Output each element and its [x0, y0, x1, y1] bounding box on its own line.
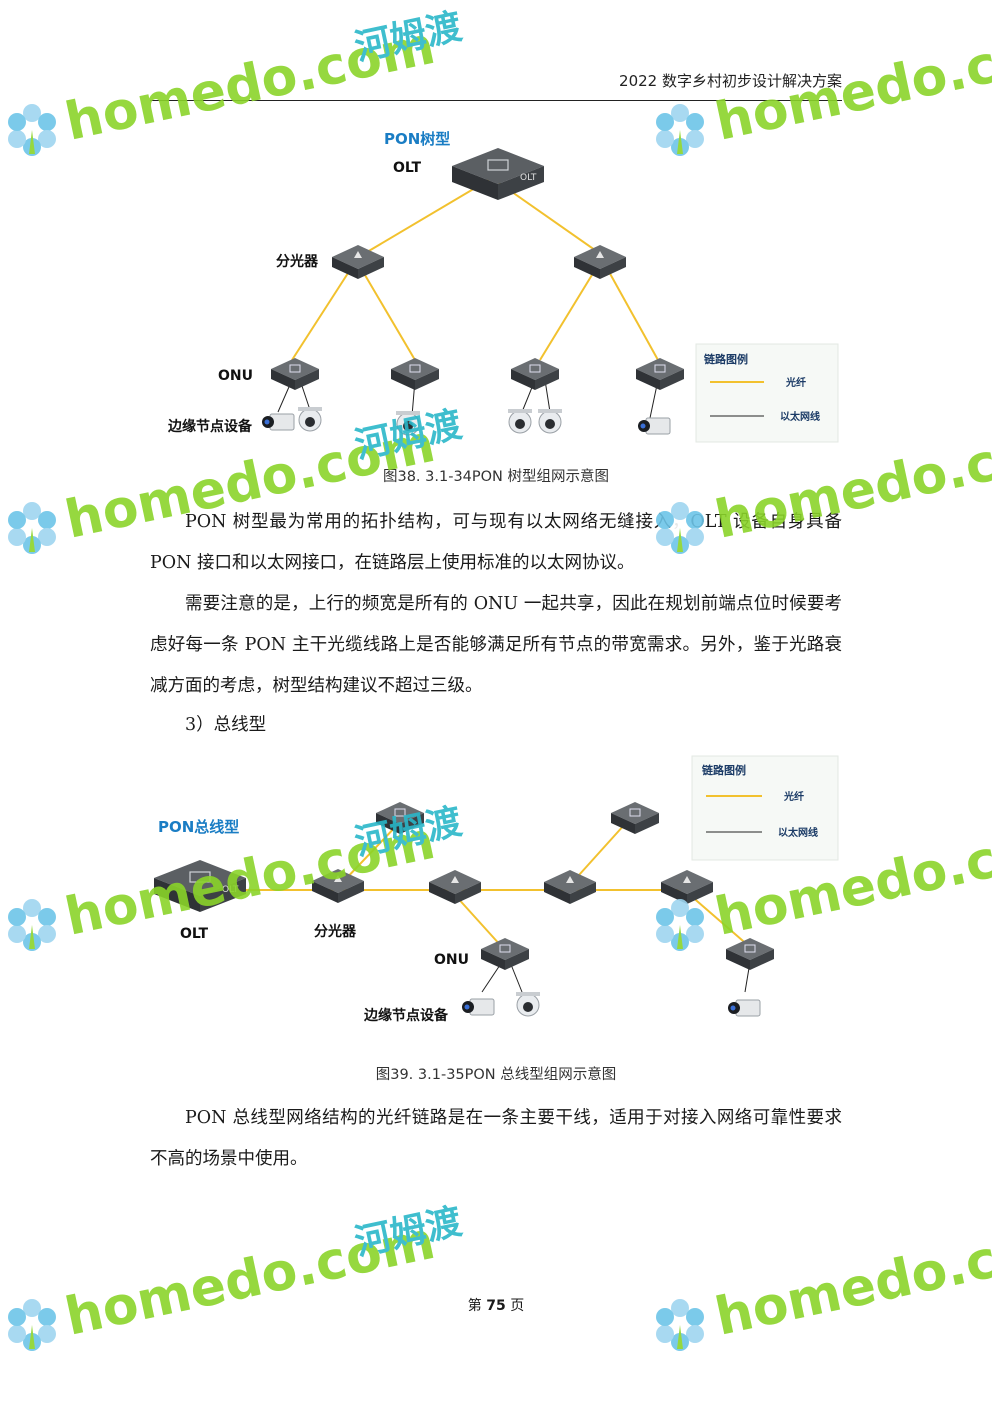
paragraph-tree: PON 树型最为常用的拓扑结构，可与现有以太网络无缝接入，OLT 设备自身具备 …: [150, 512, 842, 573]
dome-camera-icon: [507, 408, 533, 434]
paragraph-bus: PON 总线型网络结构的光纤链路是在一条主要干线，适用于对接入网络可靠性要求不高…: [150, 1108, 842, 1169]
onu-label: ONU: [434, 952, 469, 968]
edge-device-label: 边缘节点设备: [167, 418, 253, 435]
dome-camera-icon: [395, 410, 421, 436]
page-footer: 第 75 页: [0, 1295, 992, 1315]
ethernet-links: [481, 961, 751, 993]
onu-device: [390, 357, 440, 391]
svg-text:河姆渡: 河姆渡: [351, 1201, 465, 1264]
section-heading-bus: 3）总线型: [185, 715, 267, 735]
camera-icon: [637, 417, 671, 435]
header-title: 2022 数字乡村初步设计解决方案: [619, 72, 842, 90]
onu-device: [375, 801, 425, 835]
legend-title: 链路图例: [702, 763, 746, 777]
splitter-label: 分光器: [314, 923, 357, 940]
camera-icon: [727, 999, 761, 1017]
onu-device: [635, 357, 685, 391]
dome-camera-icon: [297, 406, 323, 432]
svg-text:河姆渡: 河姆渡: [351, 6, 465, 69]
splitter-device: [661, 870, 713, 904]
watermark-logo: homedo.com 河姆渡: [8, 1201, 466, 1351]
svg-text:homedo.com: homedo.com: [60, 1211, 440, 1348]
camera-icon: [261, 413, 295, 431]
header-rule: [150, 100, 842, 101]
onu-device: [270, 357, 320, 391]
camera-icon: [461, 998, 495, 1016]
dome-camera-icon: [537, 408, 563, 434]
legend-ethernet: 以太网线: [778, 826, 818, 839]
splitter-label: 分光器: [276, 253, 319, 270]
footer-prefix: 第: [467, 1298, 482, 1314]
link-legend: 链路图例 光纤 以太网线: [691, 755, 839, 861]
onu-label: ONU: [218, 368, 253, 384]
onu-device: [480, 937, 530, 971]
splitter-device: [312, 869, 364, 903]
ethernet-links: [277, 379, 659, 419]
legend-fiber: 光纤: [783, 790, 804, 803]
splitter-device: [574, 245, 626, 279]
olt-device: [153, 859, 247, 913]
olt-label: OLT: [393, 160, 422, 176]
figure-39-diagram: PON总线型 OLT 分光器 ONU 边缘节点设备 链路图例 光纤 以太网线: [153, 755, 839, 1024]
figure-39-title: PON总线型: [158, 818, 239, 836]
olt-device: [451, 147, 545, 201]
page-number: 75: [486, 1298, 506, 1314]
svg-text:homedo.com: homedo.com: [710, 1211, 992, 1348]
splitter-device: [544, 870, 596, 904]
legend-title: 链路图例: [704, 352, 748, 366]
paragraph-bandwidth: 需要注意的是，上行的频宽是所有的 ONU 一起共享，因此在规划前端点位时候要考虑…: [150, 594, 842, 696]
onu-device: [610, 801, 660, 835]
figure-38-diagram: PON树型 OLT 分光器 ONU 边缘节点设备 链路图例 光纤 以太网线: [167, 130, 839, 443]
splitter-device: [332, 245, 384, 279]
legend-ethernet: 以太网线: [780, 410, 820, 423]
olt-label: OLT: [180, 926, 209, 942]
footer-suffix: 页: [510, 1298, 525, 1314]
watermark-logo: homedo.com: [656, 1211, 992, 1351]
splitter-device: [429, 870, 481, 904]
link-legend: 链路图例 光纤 以太网线: [695, 343, 839, 443]
figure-39-caption: 图39. 3.1-35PON 总线型组网示意图: [375, 1067, 617, 1083]
dome-camera-icon: [515, 991, 541, 1017]
onu-device: [725, 937, 775, 971]
legend-fiber: 光纤: [785, 376, 806, 389]
edge-device-label: 边缘节点设备: [363, 1007, 449, 1024]
figure-38-title: PON树型: [384, 130, 450, 148]
onu-device: [510, 357, 560, 391]
figure-38-caption: 图38. 3.1-34PON 树型组网示意图: [382, 469, 610, 485]
